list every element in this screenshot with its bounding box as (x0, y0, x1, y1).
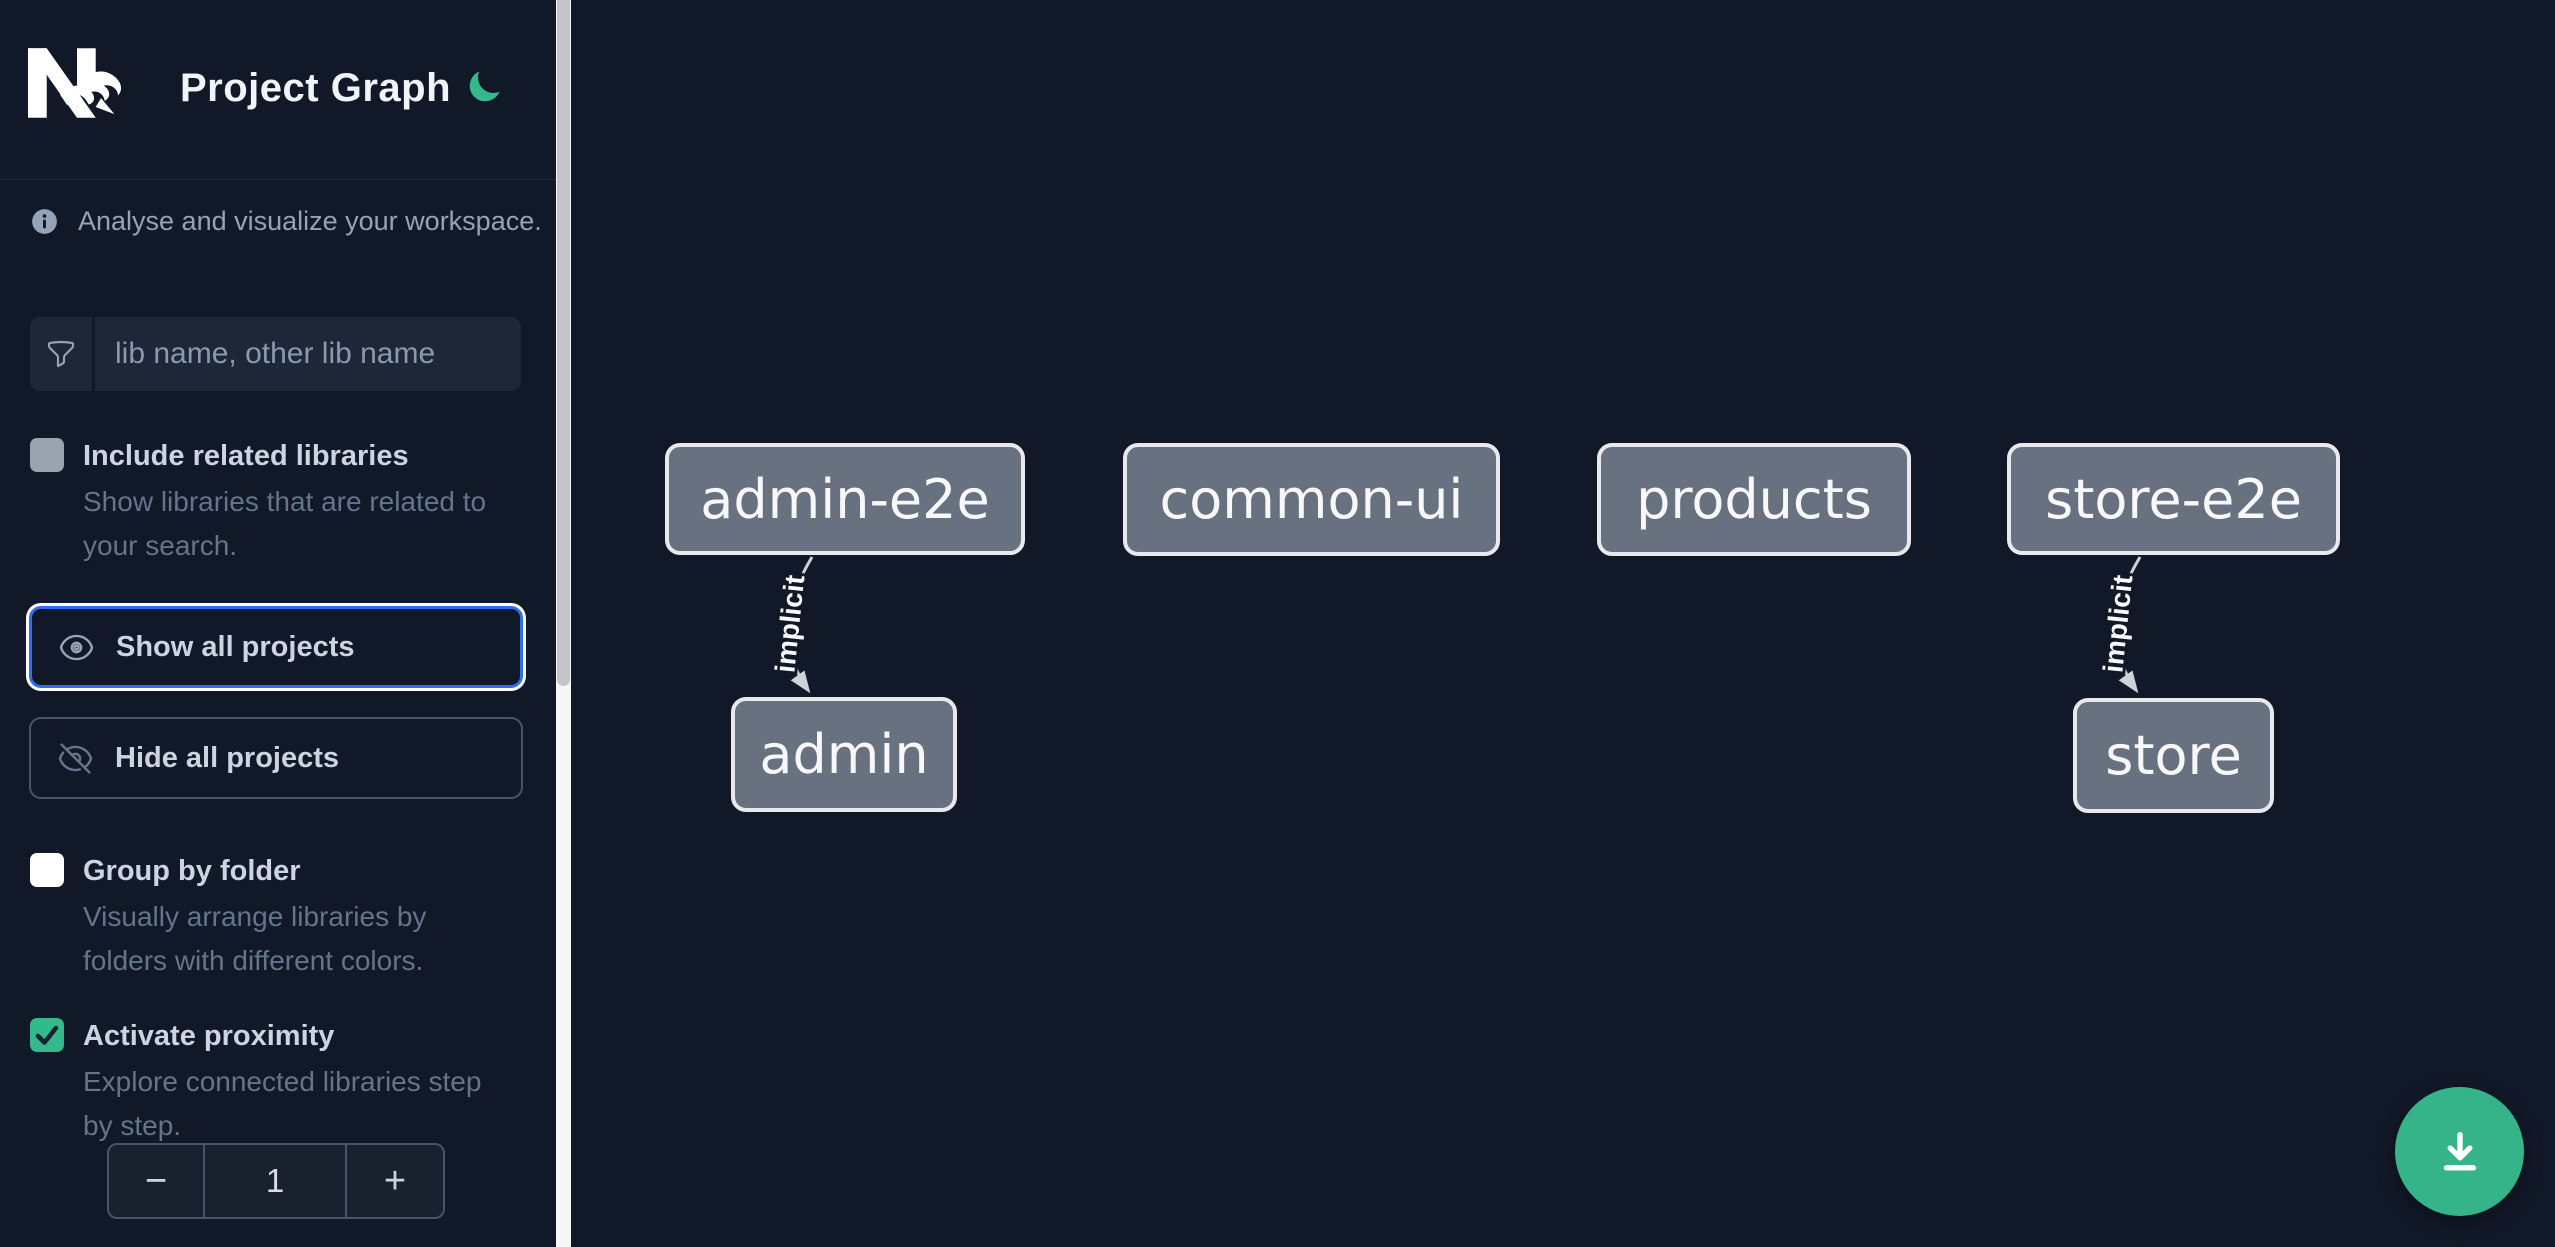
include-related-label[interactable]: Include related libraries (83, 440, 409, 472)
activate-proximity-label[interactable]: Activate proximity (83, 1020, 335, 1052)
graph-edge-store-e2e-store[interactable] (2115, 556, 2142, 694)
theme-toggle-button[interactable] (464, 68, 504, 108)
eye-icon (59, 634, 94, 660)
include-related-row: Include related libraries Show libraries… (30, 438, 515, 568)
filter-input[interactable] (95, 317, 521, 391)
save-image-button[interactable] (2395, 1087, 2524, 1216)
download-icon (2443, 1131, 2476, 1171)
graph-node-admin[interactable]: admin (731, 697, 957, 812)
page-title: Project Graph (180, 66, 452, 110)
hide-all-projects-label: Hide all projects (115, 741, 340, 774)
info-icon (32, 209, 57, 234)
activate-proximity-row: Activate proximity Explore connected lib… (30, 1018, 515, 1148)
graph-node-products[interactable]: products (1597, 443, 1911, 556)
sidebar-scrollbar-track[interactable] (556, 0, 571, 1247)
edge-label-admin-e2e: implicit (769, 573, 810, 674)
graph-canvas[interactable]: implicit implicit admin-e2e common-ui produ… (571, 0, 2555, 1247)
edge-label-store-e2e: implicit (2097, 573, 2138, 674)
proximity-decrement-button[interactable]: − (109, 1145, 205, 1217)
include-related-checkbox[interactable] (30, 438, 64, 472)
group-by-folder-label[interactable]: Group by folder (83, 855, 301, 887)
graph-node-common-ui[interactable]: common-ui (1123, 443, 1500, 556)
eye-slash-icon (58, 742, 93, 774)
sidebar-scrollbar-thumb[interactable] (557, 0, 570, 686)
sidebar-header: Project Graph (0, 0, 556, 180)
filter-icon-cell (30, 317, 93, 391)
graph-node-admin-e2e[interactable]: admin-e2e (665, 443, 1025, 555)
filter-divider (92, 317, 95, 391)
proximity-increment-button[interactable]: + (345, 1145, 443, 1217)
nx-logo (28, 48, 122, 118)
sidebar: Project Graph Analyse and visualize your… (0, 0, 556, 1247)
group-by-folder-description: Visually arrange libraries by folders wi… (83, 901, 427, 976)
filter-box (30, 317, 521, 391)
moon-icon (469, 71, 500, 102)
proximity-depth-value: 1 (265, 1162, 285, 1199)
show-all-projects-label: Show all projects (116, 630, 355, 663)
activate-proximity-description: Explore connected libraries step by step… (83, 1066, 482, 1141)
graph-node-store[interactable]: store (2073, 698, 2274, 813)
check-icon (35, 1025, 59, 1045)
group-by-folder-row: Group by folder Visually arrange librari… (30, 853, 515, 983)
activate-proximity-checkbox[interactable] (30, 1018, 64, 1052)
include-related-description: Show libraries that are related to your … (83, 486, 487, 561)
hide-all-projects-button[interactable]: Hide all projects (29, 717, 523, 799)
group-by-folder-checkbox[interactable] (30, 853, 64, 887)
graph-edge-admin-e2e-admin[interactable] (787, 556, 814, 694)
graph-edges-layer: implicit implicit (766, 556, 2142, 694)
workspace-tagline-row: Analyse and visualize your workspace. (31, 206, 542, 237)
proximity-depth-stepper: − 1 + (107, 1143, 445, 1219)
show-all-projects-button[interactable]: Show all projects (29, 606, 523, 688)
funnel-icon (47, 340, 75, 368)
workspace-tagline: Analyse and visualize your workspace. (78, 206, 542, 236)
graph-node-store-e2e[interactable]: store-e2e (2007, 443, 2340, 555)
